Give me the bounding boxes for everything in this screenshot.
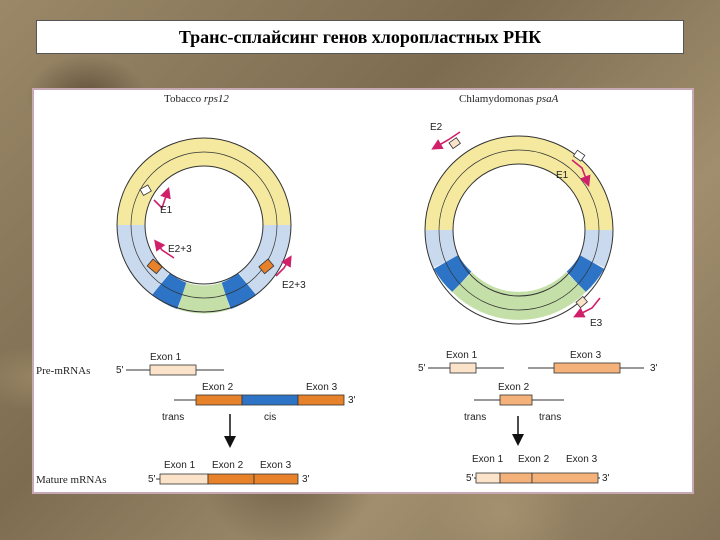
right-ring-lightblue-segment-right [579, 229, 613, 268]
left-label-e23-inner: E2+3 [168, 244, 192, 255]
right-ring-darkblue-segment-right [566, 254, 605, 293]
row-label-pre-mrnas: Pre-mRNAs [36, 365, 90, 377]
right-pre-3prime-a: 3' [650, 363, 658, 374]
diagram-panel: Tobacco rps12 E1 E2+3 E2+3 Chlamydomonas… [32, 88, 694, 494]
right-mature-exon3-label: Exon 3 [566, 454, 598, 465]
right-pre-exon3-box [553, 362, 621, 374]
right-label-e3: E3 [590, 318, 603, 329]
trans-splicing-diagram: Tobacco rps12 E1 E2+3 E2+3 Chlamydomonas… [36, 93, 658, 486]
left-pre-exon3-label: Exon 3 [306, 382, 338, 393]
left-label-e23-outer: E2+3 [282, 280, 306, 291]
left-mature-exon3-box [253, 473, 299, 485]
right-circle-genome: Chlamydomonas psaA E2 E1 E3 [424, 93, 614, 329]
left-e23-inner-arrow [154, 239, 175, 259]
left-ring-yellow-segment [117, 138, 291, 226]
right-pre-exon1-box [449, 362, 477, 374]
right-pre-exon3-label: Exon 3 [570, 350, 602, 361]
left-pre-exon2-label: Exon 2 [202, 382, 234, 393]
right-mature-5prime: 5' [466, 473, 474, 484]
left-pre-exon3-box [297, 394, 345, 406]
right-e3-arrow [573, 297, 601, 318]
left-mature-exon2-label: Exon 2 [212, 460, 244, 471]
left-label-trans: trans [162, 412, 184, 423]
left-pre-exon1-label: Exon 1 [150, 352, 182, 363]
left-transcripts: Exon 1 5' Exon 2 Exon 3 3' trans cis Exo… [116, 352, 356, 485]
right-label-e1: E1 [556, 170, 569, 181]
right-pre-exon2-label: Exon 2 [498, 382, 530, 393]
right-pre-exon2-box [499, 394, 533, 406]
right-ring-darkblue-segment-left [433, 254, 472, 293]
slide-title: Транс-сплайсинг генов хлоропластных РНК [178, 26, 542, 47]
left-e23-marker-inner [146, 258, 163, 275]
right-mature-exon3-box [531, 472, 599, 484]
left-mature-5prime: 5' [148, 474, 156, 485]
right-mature-exon1-box [475, 472, 501, 484]
right-mature-exon2-label: Exon 2 [518, 454, 550, 465]
left-pre-5prime-a: 5' [116, 365, 124, 376]
right-circle-title: Chlamydomonas psaA [459, 93, 559, 105]
right-label-trans-left: trans [464, 412, 486, 423]
left-e1-marker [139, 184, 152, 197]
right-e1-arrow [571, 159, 591, 187]
left-mature-exon3-label: Exon 3 [260, 460, 292, 471]
left-pre-exon1-box [149, 364, 197, 376]
right-mature-3prime: 3' [602, 473, 610, 484]
right-ring-lightblue-segment-left [425, 229, 459, 268]
right-e1-marker [572, 149, 586, 162]
left-mature-3prime: 3' [302, 474, 310, 485]
left-pre-3prime-a: 3' [348, 395, 356, 406]
left-pre-exon2-box [195, 394, 243, 406]
right-transcripts: Exon 1 5' Exon 3 3' Exon 2 trans trans E… [418, 350, 658, 484]
left-e23-marker-outer [258, 258, 275, 275]
left-mature-exon2-box [207, 473, 255, 485]
right-label-trans-right: trans [539, 412, 561, 423]
left-circle-genome: Tobacco rps12 E1 E2+3 E2+3 [116, 93, 306, 314]
right-mature-exon1-label: Exon 1 [472, 454, 504, 465]
right-e2-marker [448, 137, 461, 150]
right-e3-marker [575, 295, 588, 309]
left-label-e1: E1 [160, 205, 173, 216]
right-pre-5prime-a: 5' [418, 363, 426, 374]
left-pre-cis-intron-box [241, 394, 299, 406]
left-label-cis: cis [264, 412, 276, 423]
right-ring-green-segment [452, 271, 586, 320]
row-label-mature-mrnas: Mature mRNAs [36, 474, 107, 486]
right-pre-exon1-label: Exon 1 [446, 350, 478, 361]
left-mature-exon1-box [159, 473, 209, 485]
left-ring-green-segment [177, 282, 231, 314]
left-e1-arrow [153, 186, 171, 210]
left-e23-outer-arrow [275, 255, 292, 277]
right-e2-arrow [431, 131, 461, 150]
right-label-e2: E2 [430, 122, 443, 133]
left-circle-title: Tobacco rps12 [164, 93, 229, 105]
left-mature-exon1-label: Exon 1 [164, 460, 196, 471]
slide-title-box: Транс-сплайсинг генов хлоропластных РНК [36, 20, 684, 54]
right-mature-exon2-box [499, 472, 533, 484]
